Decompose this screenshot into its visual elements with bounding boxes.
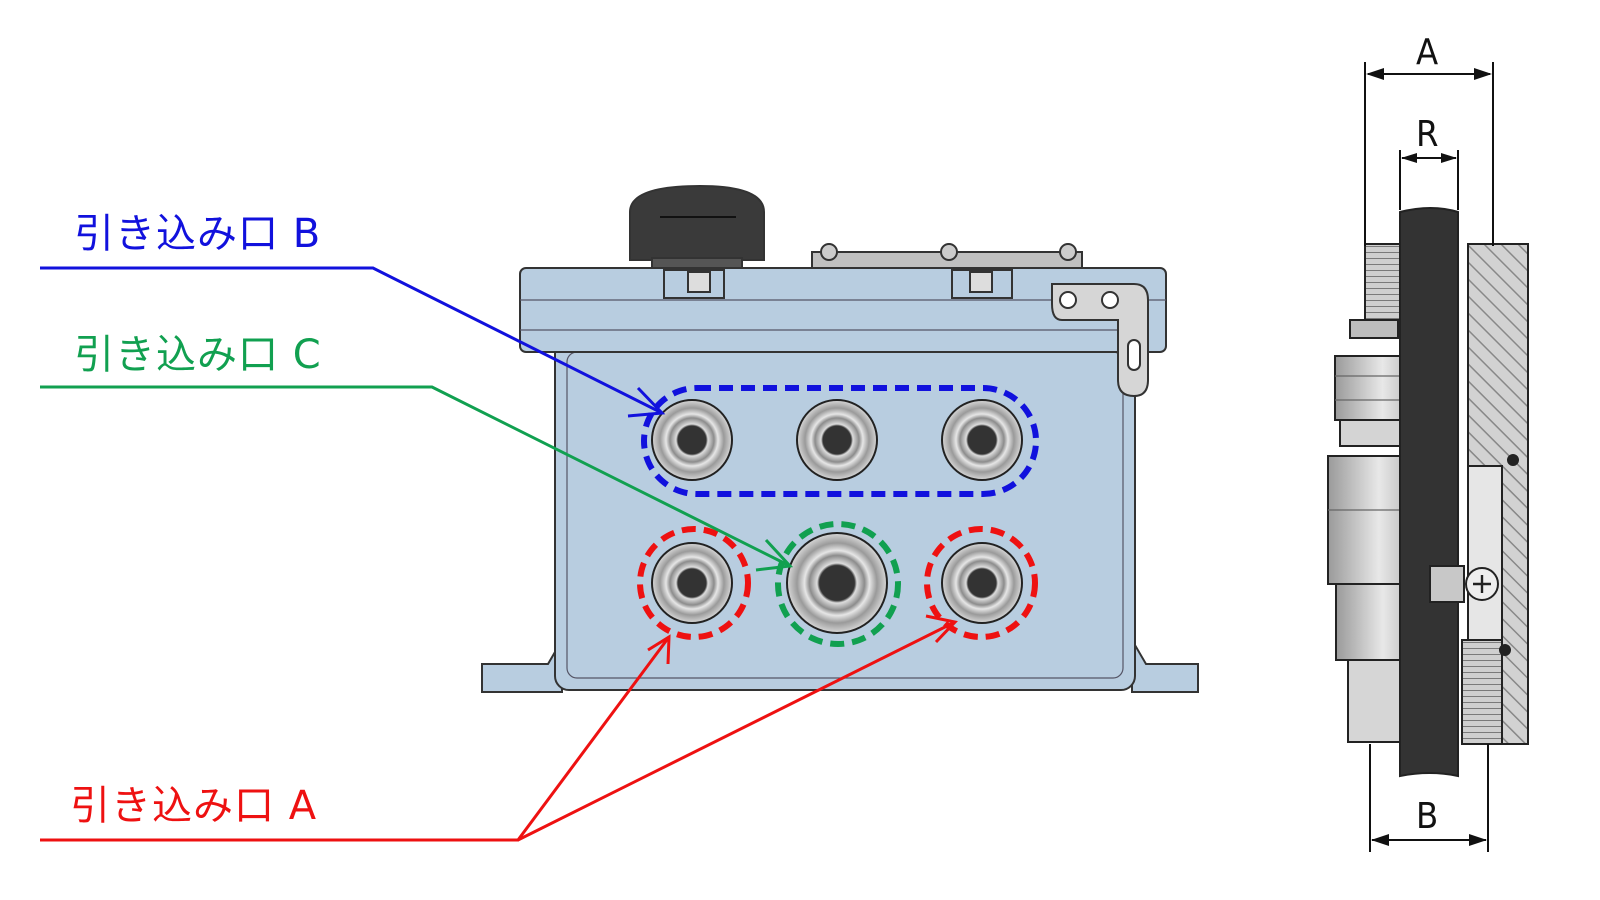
gland-top-1 [651, 399, 733, 481]
mounting-foot-left [481, 636, 563, 693]
dimension-label-b: B [1416, 796, 1438, 837]
mounting-foot-right [1131, 636, 1199, 693]
gland-cross-section [1327, 207, 1529, 778]
highlight-entry-c [775, 521, 901, 647]
dimension-label-a: A [1416, 32, 1438, 73]
highlight-entry-b [641, 385, 1039, 497]
leader-entry-b [40, 266, 666, 418]
label-entry-c: 引き込み口 C [74, 332, 322, 378]
gland-top-3 [941, 399, 1023, 481]
breather-knob [629, 184, 765, 261]
gland-bottom-left [651, 542, 733, 624]
label-entry-b: 引き込み口 B [74, 211, 322, 257]
cable-core [1399, 207, 1459, 778]
highlight-entry-a-right [924, 526, 1038, 640]
gland-bottom-center [786, 532, 888, 634]
side-hinge [1051, 283, 1149, 398]
dimension-lines [1364, 62, 1494, 852]
dimension-label-r: R [1416, 114, 1439, 155]
leader-entry-a [40, 614, 958, 842]
gland-bottom-right [941, 542, 1023, 624]
gland-top-2 [796, 399, 878, 481]
label-entry-a: 引き込み口 A [70, 783, 318, 829]
highlight-entry-a-left [637, 526, 751, 640]
leader-entry-c [40, 385, 794, 572]
cable-glands [651, 399, 1023, 634]
